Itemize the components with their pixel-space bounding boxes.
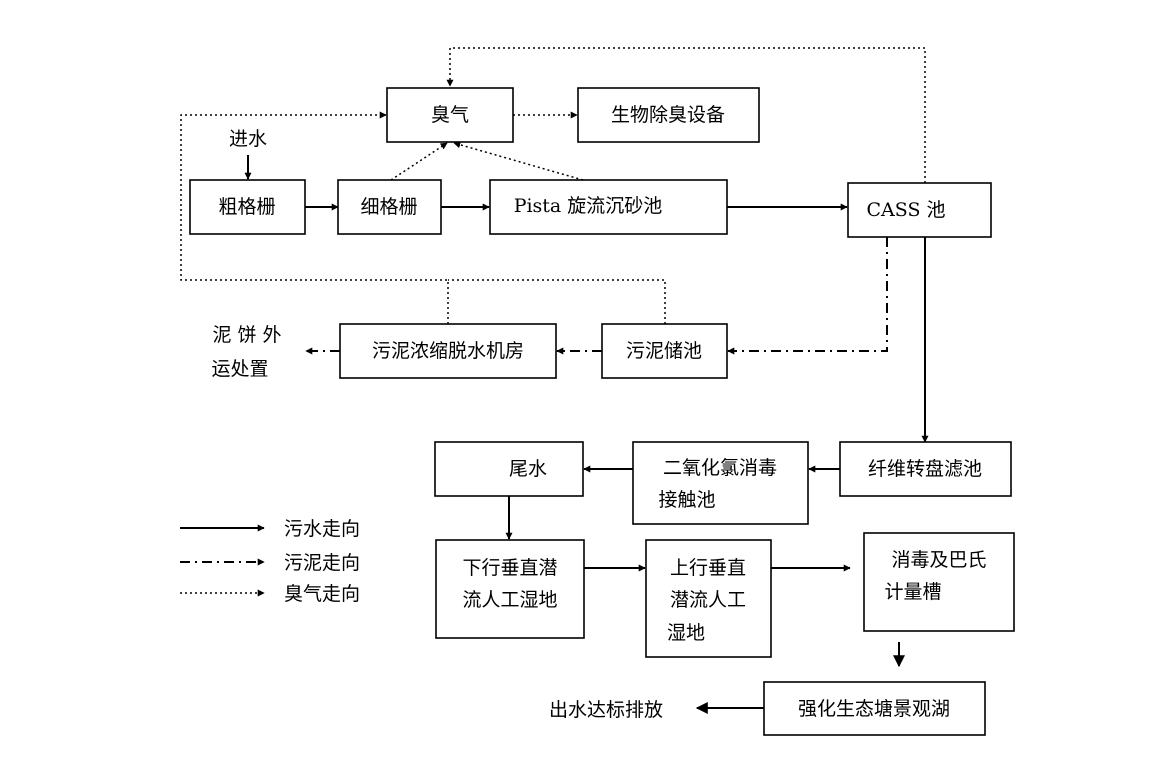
node-pond: 强化生态塘景观湖 <box>763 681 986 736</box>
node-up-wetland: 上行垂直 潜流人工 湿地 <box>645 539 772 658</box>
node-up-wetland-label-1: 上行垂直 <box>670 557 746 579</box>
node-tail-water-label: 尾水 <box>509 458 547 480</box>
legend-odor-label: 臭气走向 <box>284 583 360 605</box>
node-dewatering-label: 污泥浓缩脱水机房 <box>372 340 524 362</box>
sludge-cake-label-1: 泥 饼 外 <box>212 324 281 346</box>
arrow-cass-to-sludgetank <box>727 237 888 355</box>
node-tail-water: 尾水 <box>434 441 584 497</box>
node-disinfect-label-2: 接触池 <box>658 489 715 511</box>
node-bio-deodor: 生物除臭设备 <box>577 87 760 143</box>
node-sludge-tank-label: 污泥储池 <box>626 340 702 362</box>
node-parshall: 消毒及巴氏 计量槽 <box>863 532 1015 632</box>
inlet-label: 进水 <box>229 128 267 150</box>
arrow-pista-odor <box>453 141 584 181</box>
line-sludgetank-odor <box>448 279 666 324</box>
node-fiber-filter: 纤维转盘滤池 <box>839 441 1012 497</box>
node-cass: CASS 池 <box>847 182 992 238</box>
discharge-label: 出水达标排放 <box>549 699 663 721</box>
node-pista-label: Pista 旋流沉砂池 <box>514 195 663 217</box>
node-fiber-filter-label: 纤维转盘滤池 <box>868 458 982 480</box>
node-odor: 臭气 <box>386 87 514 143</box>
sludge-cake-label-2: 运处置 <box>211 358 268 380</box>
node-dewatering: 污泥浓缩脱水机房 <box>339 323 557 379</box>
node-disinfect-label-1: 二氧化氯消毒 <box>663 457 777 479</box>
node-coarse-screen-label: 粗格栅 <box>218 196 275 218</box>
node-fine-screen-label: 细格栅 <box>360 196 417 218</box>
legend: 污水走向 污泥走向 臭气走向 <box>180 518 360 605</box>
node-sludge-tank: 污泥储池 <box>601 323 728 379</box>
node-cass-label: CASS 池 <box>867 199 946 221</box>
arrow-dewatering-odor <box>180 111 449 324</box>
arrow-fine-odor <box>390 142 448 181</box>
node-down-wetland-label-2: 流人工湿地 <box>462 589 557 611</box>
node-up-wetland-label-2: 潜流人工 <box>670 589 746 611</box>
node-bio-deodor-label: 生物除臭设备 <box>611 104 725 126</box>
node-odor-label: 臭气 <box>431 104 469 126</box>
node-coarse-screen: 粗格栅 <box>189 179 306 235</box>
legend-sludge-label: 污泥走向 <box>284 552 360 574</box>
node-pista: Pista 旋流沉砂池 <box>489 179 728 235</box>
legend-sewage-label: 污水走向 <box>284 518 360 540</box>
node-disinfect: 二氧化氯消毒 接触池 <box>632 441 809 525</box>
node-down-wetland-label-1: 下行垂直潜 <box>462 557 557 579</box>
node-parshall-label-1: 消毒及巴氏 <box>891 549 986 571</box>
node-down-wetland: 下行垂直潜 流人工湿地 <box>435 539 585 639</box>
node-parshall-label-2: 计量槽 <box>884 581 941 603</box>
node-fine-screen: 细格栅 <box>337 179 442 235</box>
node-up-wetland-label-3: 湿地 <box>667 622 705 644</box>
node-pond-label: 强化生态塘景观湖 <box>798 698 950 720</box>
